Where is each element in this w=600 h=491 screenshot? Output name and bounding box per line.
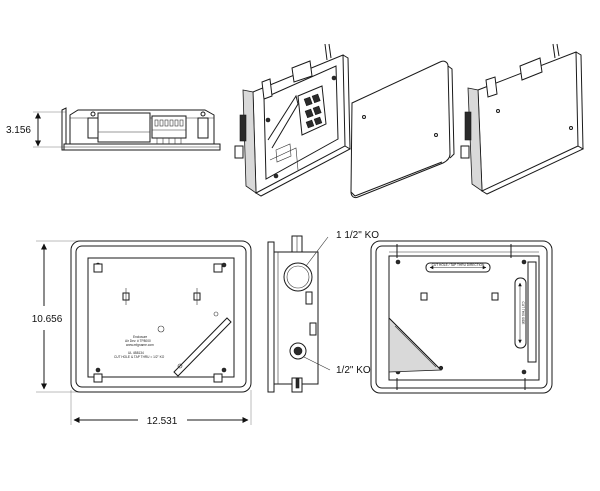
label-plate-line-5: CUT HOLE & TAP THRU = 1/2" KO — [114, 355, 165, 359]
front-width-label: 12.531 — [147, 416, 178, 427]
front-height-label: 10.656 — [32, 314, 63, 325]
label-plate-line-4: UL 4B8134 — [128, 351, 144, 355]
front-elevation-view — [36, 240, 252, 425]
rear-side-label: CUT THIS SIDE — [521, 302, 525, 325]
iso-open-box-view — [234, 43, 352, 197]
label-plate-line-2: Air Dev. # TP8000 — [125, 339, 151, 343]
large-knockout-callout: 1 1/2" KO — [336, 230, 379, 241]
side-elevation-view — [33, 107, 221, 151]
rear-top-label: CUT HOLE / TAP THRU DIRECTION — [432, 263, 485, 267]
side-height-label: 3.156 — [6, 125, 31, 136]
label-plate-line-1: Enclosure — [133, 335, 147, 339]
rear-elevation-view — [370, 240, 553, 394]
section-side-view — [267, 235, 331, 393]
label-plate: Enclosure Air Dev. # TP8000 www.mfgname.… — [114, 335, 165, 359]
label-plate-line-3: www.mfgname.com — [126, 343, 154, 347]
iso-cover-plate-view — [350, 60, 455, 199]
small-knockout-callout: 1/2" KO — [336, 365, 371, 376]
iso-closed-box-view — [460, 43, 585, 195]
